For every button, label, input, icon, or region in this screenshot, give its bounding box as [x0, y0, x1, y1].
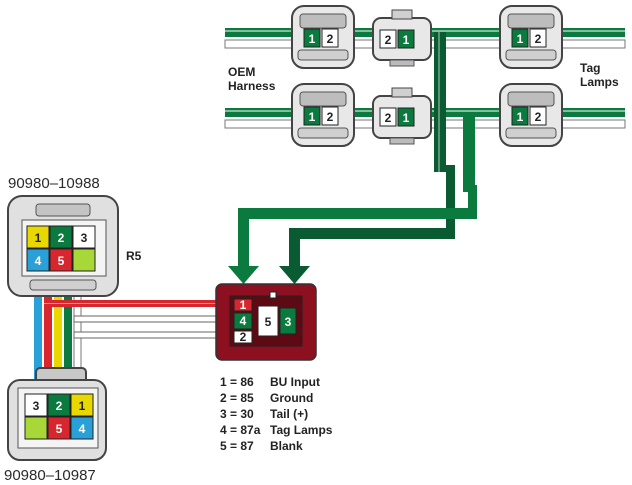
- pin-label: 1: [35, 231, 42, 245]
- harness-connector-1: 1 2: [291, 5, 355, 69]
- connector-90980-10988: 1 2 3 4 5: [7, 195, 119, 297]
- pin-label: 4: [240, 314, 247, 328]
- pin-label: 1: [79, 399, 86, 413]
- relay-reference-label: R5: [126, 249, 142, 263]
- legend-eq: 1 = 86: [220, 375, 254, 389]
- pin-label: 1: [309, 110, 316, 124]
- pin-label: 2: [535, 32, 542, 46]
- pin-cell: [26, 248, 50, 272]
- pin-cell: [70, 393, 94, 417]
- pin-cell: [47, 393, 71, 417]
- pin-label: 2: [240, 330, 247, 344]
- relay-pin: [257, 305, 279, 337]
- pin-cell: [26, 225, 50, 249]
- oem-label-line1: OEM: [228, 65, 255, 79]
- pin-cell: [72, 248, 96, 272]
- relay-feed-wires: [228, 32, 477, 284]
- relay-pin: [233, 330, 253, 344]
- pin-label: 2: [535, 110, 542, 124]
- pin-cell: [24, 416, 48, 440]
- pin-label: 3: [81, 231, 88, 245]
- pin-label: 1: [403, 111, 410, 125]
- pin-label: 2: [385, 33, 392, 47]
- connector-90980-10987: 3 2 1 5 4: [7, 367, 107, 461]
- pin-cell: [70, 416, 94, 440]
- tag-label-line2: Lamps: [580, 75, 619, 89]
- pin-cell: [72, 225, 96, 249]
- legend-desc: Tag Lamps: [270, 423, 333, 437]
- part-number-top: 90980–10988: [8, 175, 100, 192]
- oem-label-line2: Harness: [228, 79, 276, 93]
- pin-label: 5: [58, 254, 65, 268]
- harness-plug-2: 2 1: [372, 87, 432, 145]
- pin-legend: 1 = 86 BU Input 2 = 85 Ground 3 = 30 Tai…: [220, 375, 333, 453]
- relay-pin: [233, 298, 253, 312]
- legend-eq: 5 = 87: [220, 439, 254, 453]
- pin-label: 5: [56, 422, 63, 436]
- legend-desc: Tail (+): [270, 407, 308, 421]
- pin-label: 1: [403, 33, 410, 47]
- pin-label: 1: [309, 32, 316, 46]
- relay-pin: [233, 312, 253, 330]
- pin-label: 1: [240, 298, 247, 312]
- relay-block: 1 4 2 5 3: [215, 283, 317, 361]
- harness-connector-3: 1 2: [291, 83, 355, 147]
- legend-desc: BU Input: [270, 375, 320, 389]
- harness-plug-1: 2 1: [372, 9, 432, 67]
- legend-desc: Ground: [270, 391, 313, 405]
- pin-label: 3: [285, 315, 292, 329]
- pin-label: 4: [79, 422, 86, 436]
- part-number-bottom: 90980–10987: [4, 467, 96, 484]
- pin-label: 5: [265, 315, 272, 329]
- harness-connector-4: 1 2: [499, 83, 563, 147]
- pin-label: 1: [517, 32, 524, 46]
- legend-eq: 4 = 87a: [220, 423, 261, 437]
- pin-label: 2: [327, 110, 334, 124]
- pin-label: 1: [517, 110, 524, 124]
- relay-pin: [279, 307, 297, 335]
- pin-label: 2: [56, 399, 63, 413]
- pin-label: 2: [327, 32, 334, 46]
- pin-label: 4: [35, 254, 42, 268]
- tag-label-line1: Tag: [580, 61, 600, 75]
- pin-cell: [49, 248, 73, 272]
- pin-label: 2: [58, 231, 65, 245]
- pin-cell: [24, 393, 48, 417]
- pin-label: 2: [385, 111, 392, 125]
- harness-connector-2: 1 2: [499, 5, 563, 69]
- legend-eq: 2 = 85: [220, 391, 254, 405]
- pin-cell: [47, 416, 71, 440]
- pin-label: 3: [33, 399, 40, 413]
- legend-desc: Blank: [270, 439, 303, 453]
- legend-eq: 3 = 30: [220, 407, 254, 421]
- pin-cell: [49, 225, 73, 249]
